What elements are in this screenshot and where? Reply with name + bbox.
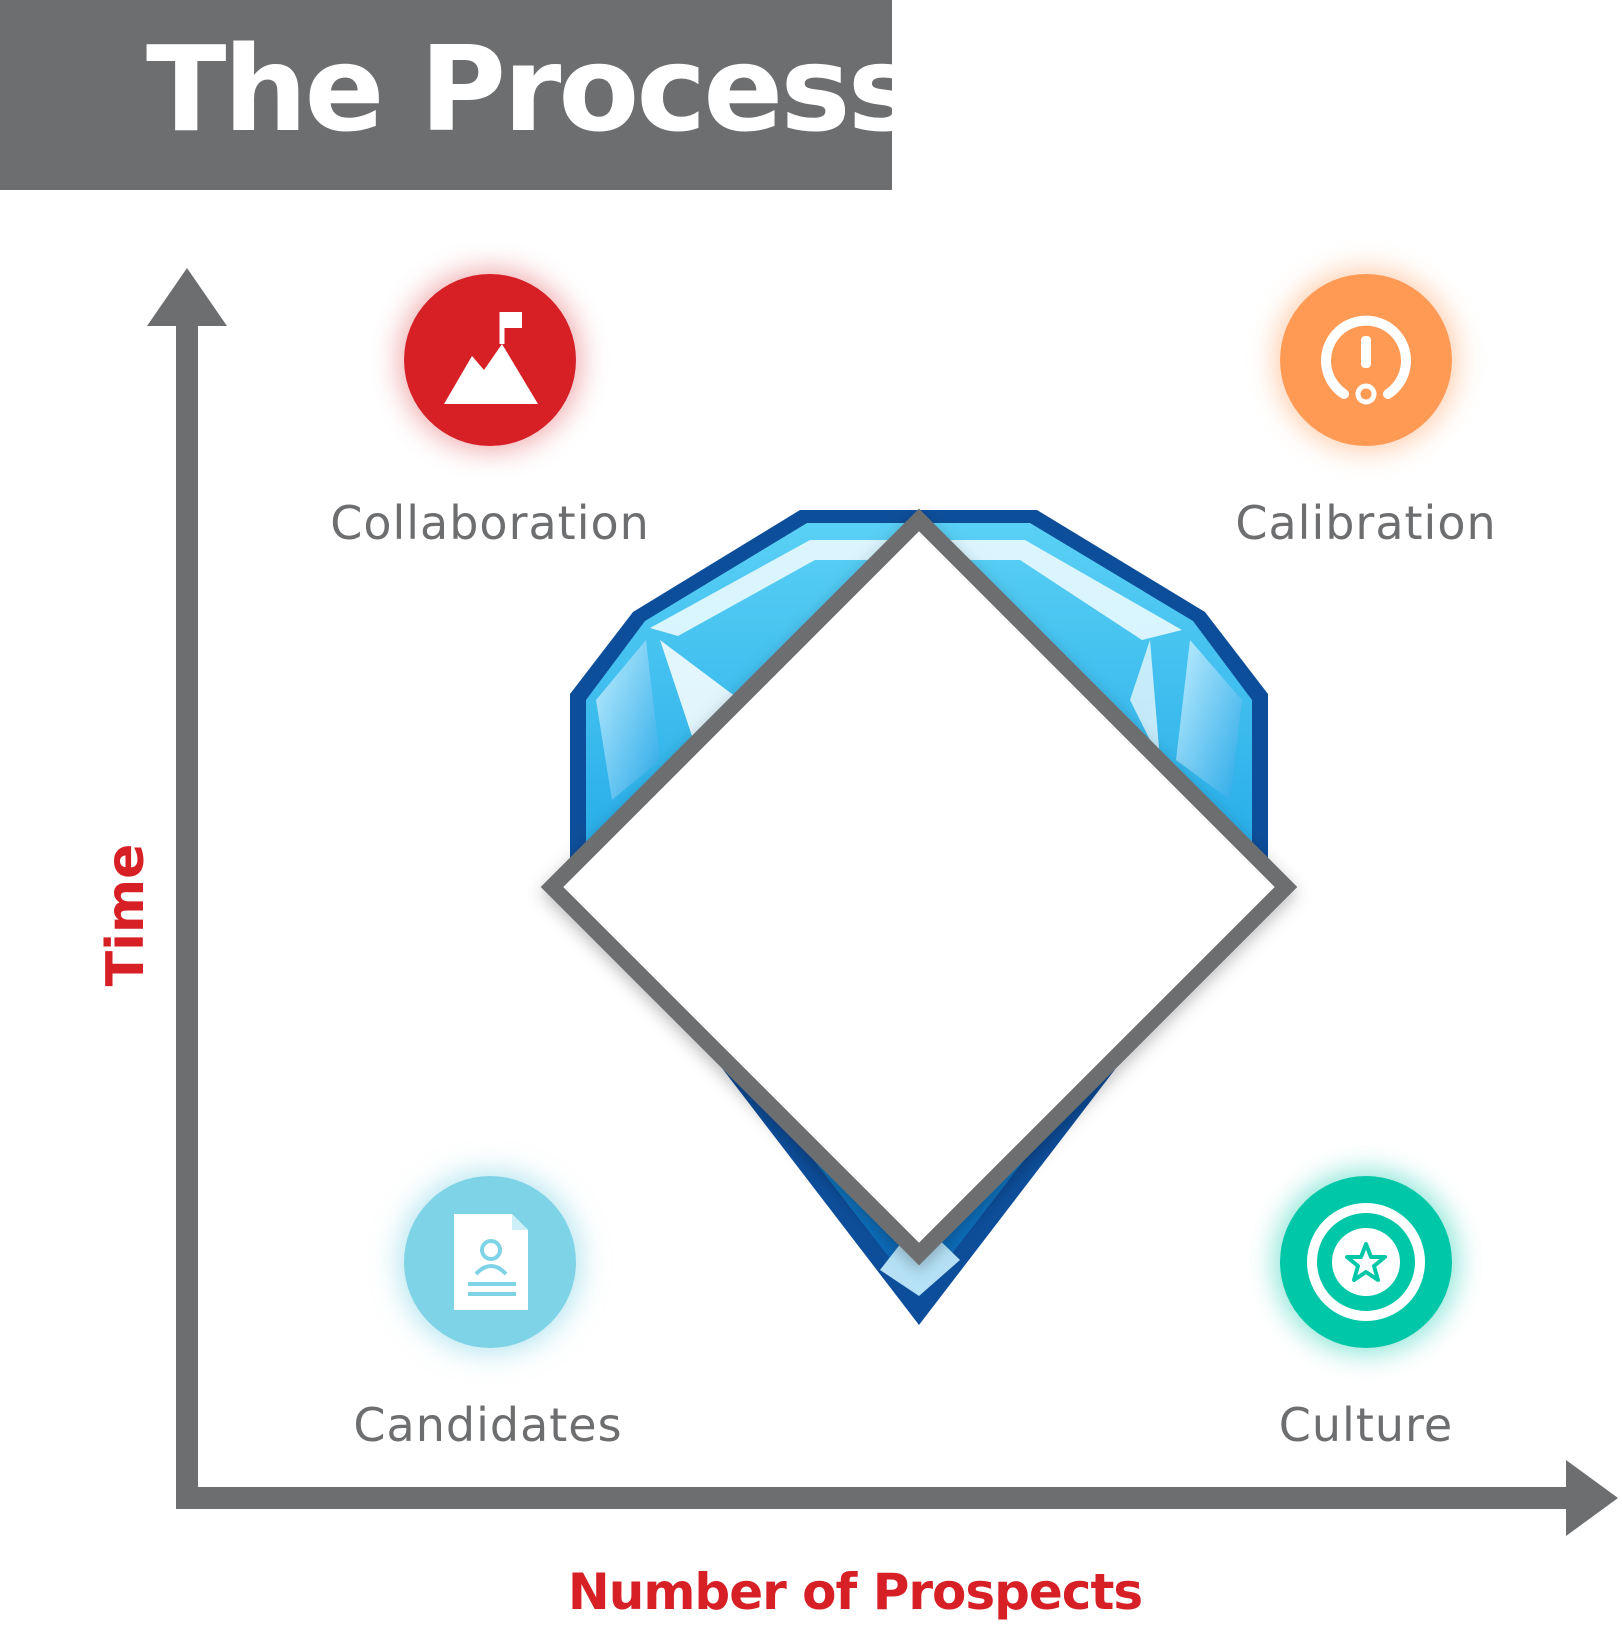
calibration-label: Calibration: [1235, 496, 1497, 550]
collaboration-icon-badge: [404, 274, 576, 446]
culture-icon-badge: [1280, 1176, 1452, 1348]
page-title: The Process: [146, 20, 918, 158]
center-square: [540, 508, 1298, 1266]
gauge-exclamation-icon: [1280, 274, 1452, 446]
y-axis-arrow-icon: [147, 268, 227, 326]
candidates-label: Candidates: [353, 1398, 623, 1452]
collaboration-label: Collaboration: [330, 496, 650, 550]
candidates-icon-badge: [404, 1176, 576, 1348]
calibration-icon-badge: [1280, 274, 1452, 446]
y-axis: [147, 268, 227, 1498]
mountain-flag-icon: [404, 274, 576, 446]
x-axis-arrow-icon: [1566, 1460, 1618, 1536]
x-axis: [176, 1460, 1618, 1536]
y-axis-label: Time: [96, 843, 156, 987]
resume-document-icon: [404, 1176, 576, 1348]
culture-label: Culture: [1278, 1398, 1454, 1452]
star-badge-icon: [1280, 1176, 1452, 1348]
x-axis-label: Number of Prospects: [567, 1563, 1143, 1621]
title-bar: The Process: [0, 0, 918, 190]
